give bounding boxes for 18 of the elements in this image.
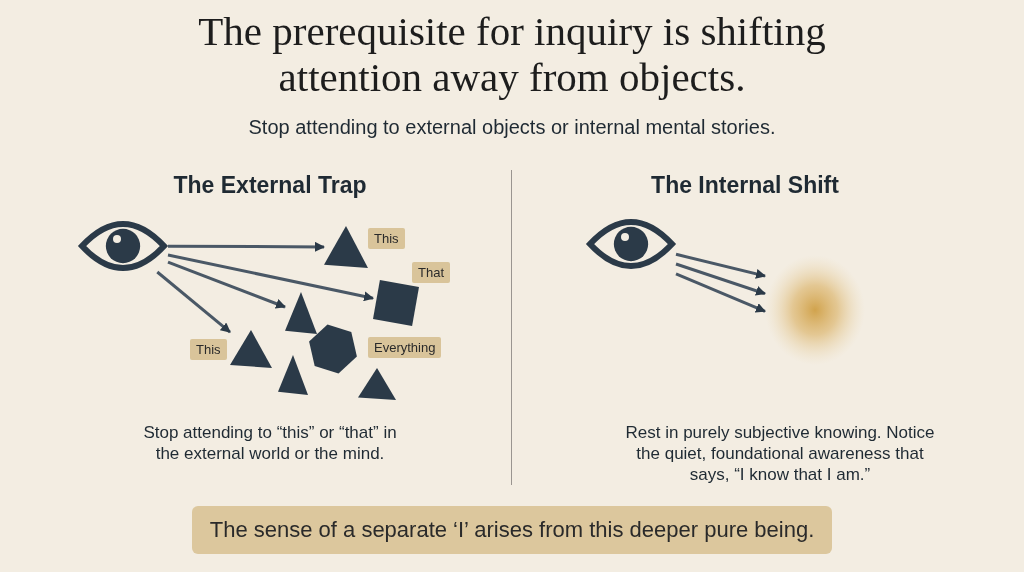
arrow bbox=[168, 241, 325, 252]
tag-label: That bbox=[412, 262, 450, 283]
tag-label: Everything bbox=[368, 337, 442, 358]
arrow bbox=[167, 253, 374, 302]
arrow bbox=[156, 270, 231, 334]
body-text: Rest in purely subjective knowing. Notice the quiet, foundational awareness that says, “I know that I am.” bbox=[624, 422, 936, 485]
arrow bbox=[167, 260, 286, 309]
section-heading: The Internal Shift bbox=[650, 172, 840, 199]
tag-label: This bbox=[368, 228, 405, 249]
summary-banner: The sense of a separate ‘I’ arises from this deeper pure being. bbox=[192, 506, 832, 554]
section-heading: The External Trap bbox=[172, 172, 368, 199]
arrow bbox=[675, 262, 766, 296]
arrow bbox=[675, 272, 766, 313]
tag-label: This bbox=[190, 339, 227, 360]
title: The prerequisite for inquiry is shifting attention away from objects. bbox=[197, 8, 827, 100]
arrow bbox=[675, 252, 766, 279]
body-text: Stop attending to “this” or “that” in the external world or the mind. bbox=[142, 422, 398, 464]
subtitle: Stop attending to external objects or internal mental stories. bbox=[247, 116, 777, 139]
